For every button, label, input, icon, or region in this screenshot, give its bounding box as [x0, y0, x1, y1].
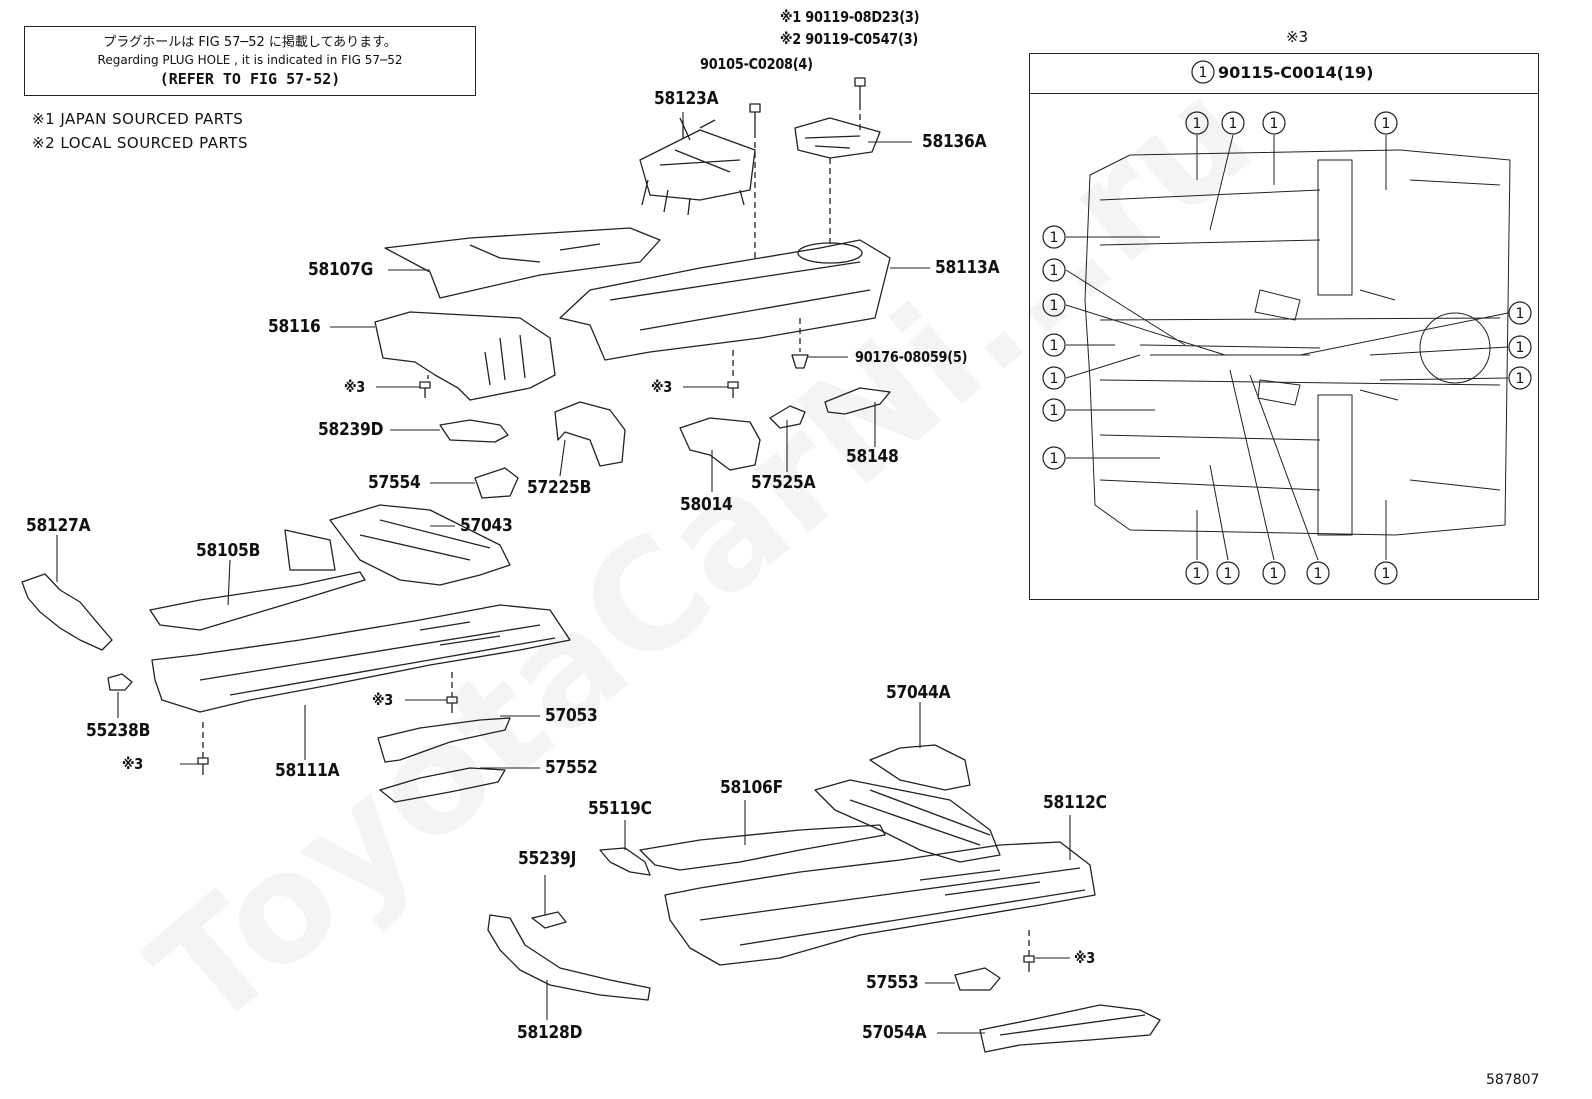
part-55238B-drawing: [107, 673, 133, 691]
inset-callout-number: 1: [1229, 116, 1238, 132]
inset-callout-number: 1: [1314, 566, 1323, 582]
part-58111A-drawing: [151, 604, 571, 713]
part-58107G-drawing: [384, 227, 661, 299]
inset-header-number: 1: [1199, 65, 1208, 81]
note-box: プラグホールは FIG 57─52 に掲載してあります。 Regarding P…: [24, 26, 476, 96]
ref3-label-c: ※3: [372, 691, 394, 709]
inset-callout-number: 1: [1193, 116, 1202, 132]
part-label-55119C[interactable]: 55119C: [588, 798, 652, 819]
ref3-label-b: ※3: [651, 378, 673, 396]
part-label-58148[interactable]: 58148: [846, 446, 899, 467]
inset-callout-number: 1: [1050, 230, 1059, 246]
ref3-label-e: ※3: [1074, 949, 1096, 967]
inset-callout-number: 1: [1050, 263, 1059, 279]
bolt-90119-drawing: [854, 77, 866, 130]
part-57553-drawing: [954, 967, 1001, 991]
part-57525A-drawing: [769, 405, 806, 429]
part-label-55239J[interactable]: 55239J: [518, 848, 577, 869]
legend-local-sourced: ※2 LOCAL SOURCED PARTS: [32, 134, 248, 152]
figure-number: 587807: [1486, 1072, 1540, 1088]
part-label-58239D[interactable]: 58239D: [318, 419, 384, 440]
inset-floor-drawing: [1084, 149, 1511, 536]
part-57554-drawing: [474, 467, 519, 499]
part-label-57553[interactable]: 57553: [866, 972, 919, 993]
inset-callout-number: 1: [1050, 298, 1059, 314]
inset-ref-mark: ※3: [1286, 28, 1309, 46]
part-label-57043[interactable]: 57043: [460, 515, 513, 536]
note-line-refer: (REFER TO FIG 57-52): [159, 70, 341, 88]
part-57053-drawing: [377, 717, 511, 763]
part-label-58106F[interactable]: 58106F: [720, 777, 783, 798]
part-57044A-drawing: [814, 744, 1001, 863]
inset-detail-panel: 90115-C0014(19): [1029, 53, 1539, 600]
part-label-58123A[interactable]: 58123A: [654, 88, 719, 109]
part-58136A-drawing: [794, 117, 881, 159]
inset-callouts: [1042, 60, 1532, 585]
part-label-57554[interactable]: 57554: [368, 472, 421, 493]
inset-callout-number: 1: [1516, 340, 1525, 356]
inset-callout-number: 1: [1050, 338, 1059, 354]
part-label-58014[interactable]: 58014: [680, 494, 733, 515]
legend-japan-sourced: ※1 JAPAN SOURCED PARTS: [32, 110, 244, 128]
part-57043-drawing: [329, 504, 511, 586]
inset-header: 90115-C0014(19): [1030, 54, 1538, 94]
part-55239J-drawing: [531, 911, 567, 929]
bolt-90105-drawing: [749, 103, 761, 260]
part-58112C-drawing: [664, 841, 1096, 966]
part-58116-drawing: [374, 311, 556, 401]
inset-callout-number: 1: [1193, 566, 1202, 582]
leader-lines: [56, 112, 1071, 1034]
part-label-57044A[interactable]: 57044A: [886, 682, 951, 703]
part-label-58136A[interactable]: 58136A: [922, 131, 987, 152]
fastener-label-3[interactable]: 90105-C0208(4): [700, 55, 813, 73]
part-label-58107G[interactable]: 58107G: [308, 259, 374, 280]
part-58239D-drawing: [439, 419, 509, 443]
part-58123A-drawing: [639, 117, 756, 216]
inset-callout-number: 1: [1050, 403, 1059, 419]
part-label-57225B[interactable]: 57225B: [527, 477, 592, 498]
fastener-label-4[interactable]: 90176-08059(5): [855, 348, 968, 366]
inset-callout-number: 1: [1270, 116, 1279, 132]
note-line-japanese: プラグホールは FIG 57─52 に掲載してあります。: [103, 35, 397, 50]
part-58106F-drawing: [639, 824, 886, 871]
part-label-58113A[interactable]: 58113A: [935, 257, 1000, 278]
inset-leader-lines: [1065, 134, 1509, 561]
part-label-58105B[interactable]: 58105B: [196, 540, 261, 561]
fastener-label-2[interactable]: ※2 90119-C0547(3): [780, 30, 919, 48]
part-57225B-drawing: [554, 401, 626, 467]
part-label-58112C[interactable]: 58112C: [1043, 792, 1107, 813]
inset-callout-labels: 1 1 1 1 1 1 1 1 1 1 1 1 1 1 1 1 1 1 1 1: [1050, 65, 1525, 582]
part-label-58127A[interactable]: 58127A: [26, 515, 91, 536]
part-label-57054A[interactable]: 57054A: [862, 1022, 927, 1043]
part-label-57053[interactable]: 57053: [545, 705, 598, 726]
inset-callout-number: 1: [1516, 371, 1525, 387]
part-label-58116[interactable]: 58116: [268, 316, 321, 337]
inset-callout-number: 1: [1270, 566, 1279, 582]
part-label-58111A[interactable]: 58111A: [275, 760, 340, 781]
inset-callout-number: 1: [1224, 566, 1233, 582]
part-label-57525A[interactable]: 57525A: [751, 472, 816, 493]
inset-callout-number: 1: [1050, 371, 1059, 387]
inset-header-part[interactable]: 90115-C0014(19): [1218, 63, 1374, 82]
part-57054A-drawing: [979, 1004, 1161, 1053]
inset-callout-number: 1: [1050, 451, 1059, 467]
part-label-57552[interactable]: 57552: [545, 757, 598, 778]
part-58014-drawing: [679, 417, 761, 471]
inset-callout-number: 1: [1516, 306, 1525, 322]
ref3-label-d: ※3: [122, 755, 144, 773]
part-58128D-drawing: [487, 914, 651, 1001]
fastener-label-1[interactable]: ※1 90119-08D23(3): [780, 8, 920, 26]
part-label-58128D[interactable]: 58128D: [517, 1022, 583, 1043]
part-58148-drawing: [824, 387, 891, 415]
part-57552-drawing: [379, 767, 506, 803]
inset-callout-number: 1: [1382, 566, 1391, 582]
part-58105B-drawing: [149, 529, 366, 631]
part-58127A-drawing: [21, 573, 113, 651]
part-58113A-drawing: [559, 239, 891, 361]
note-line-english: Regarding PLUG HOLE , it is indicated in…: [97, 53, 403, 67]
ref3-label-a: ※3: [344, 378, 366, 396]
inset-callout-number: 1: [1382, 116, 1391, 132]
part-label-55238B[interactable]: 55238B: [86, 720, 151, 741]
